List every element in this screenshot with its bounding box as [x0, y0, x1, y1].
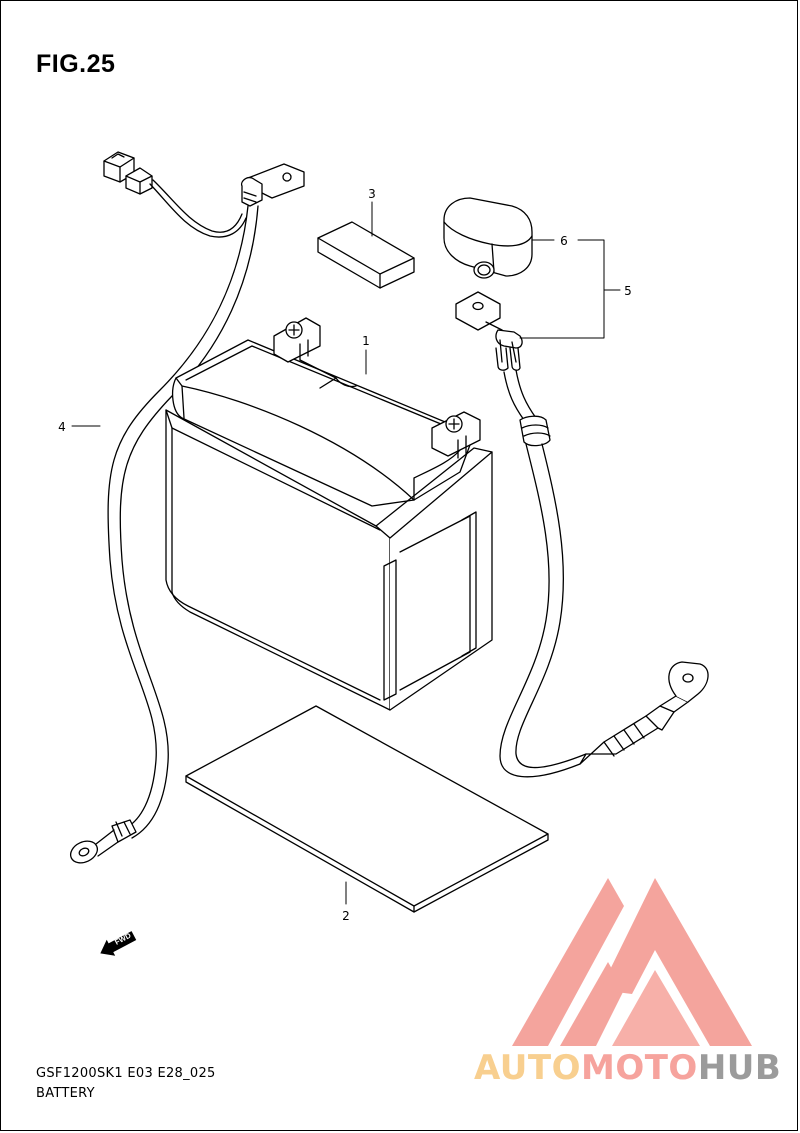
battery-1[interactable]: [165, 317, 493, 711]
callout-4[interactable]: 4: [58, 420, 66, 434]
watermark-auto: AUTO: [474, 1048, 581, 1088]
terminal-cap-6[interactable]: [443, 197, 533, 279]
watermark-moto: MOTO: [580, 1048, 698, 1088]
watermark-hub: HUB: [697, 1048, 782, 1088]
positive-lead-assy-5[interactable]: [455, 291, 709, 778]
callout-2[interactable]: 2: [342, 909, 350, 923]
automotohub-logo-icon: [512, 878, 752, 1046]
callout-3[interactable]: 3: [368, 187, 376, 201]
figure-title: FIG.25: [36, 50, 116, 78]
diagram-name: BATTERY: [36, 1086, 95, 1101]
pad-3[interactable]: [317, 221, 415, 289]
leader-lines: [71, 201, 621, 905]
fwd-arrow-icon: [100, 931, 137, 956]
automotohub-watermark: AUTOMOTOHUB: [474, 1048, 781, 1088]
callout-6[interactable]: 6: [560, 234, 568, 248]
negative-lead-4[interactable]: [67, 151, 305, 867]
diagram-code: GSF1200SK1 E03 E28_025: [36, 1066, 216, 1081]
callout-1[interactable]: 1: [362, 334, 370, 348]
spacer-mat-2[interactable]: [185, 705, 549, 913]
callout-5[interactable]: 5: [624, 284, 632, 298]
